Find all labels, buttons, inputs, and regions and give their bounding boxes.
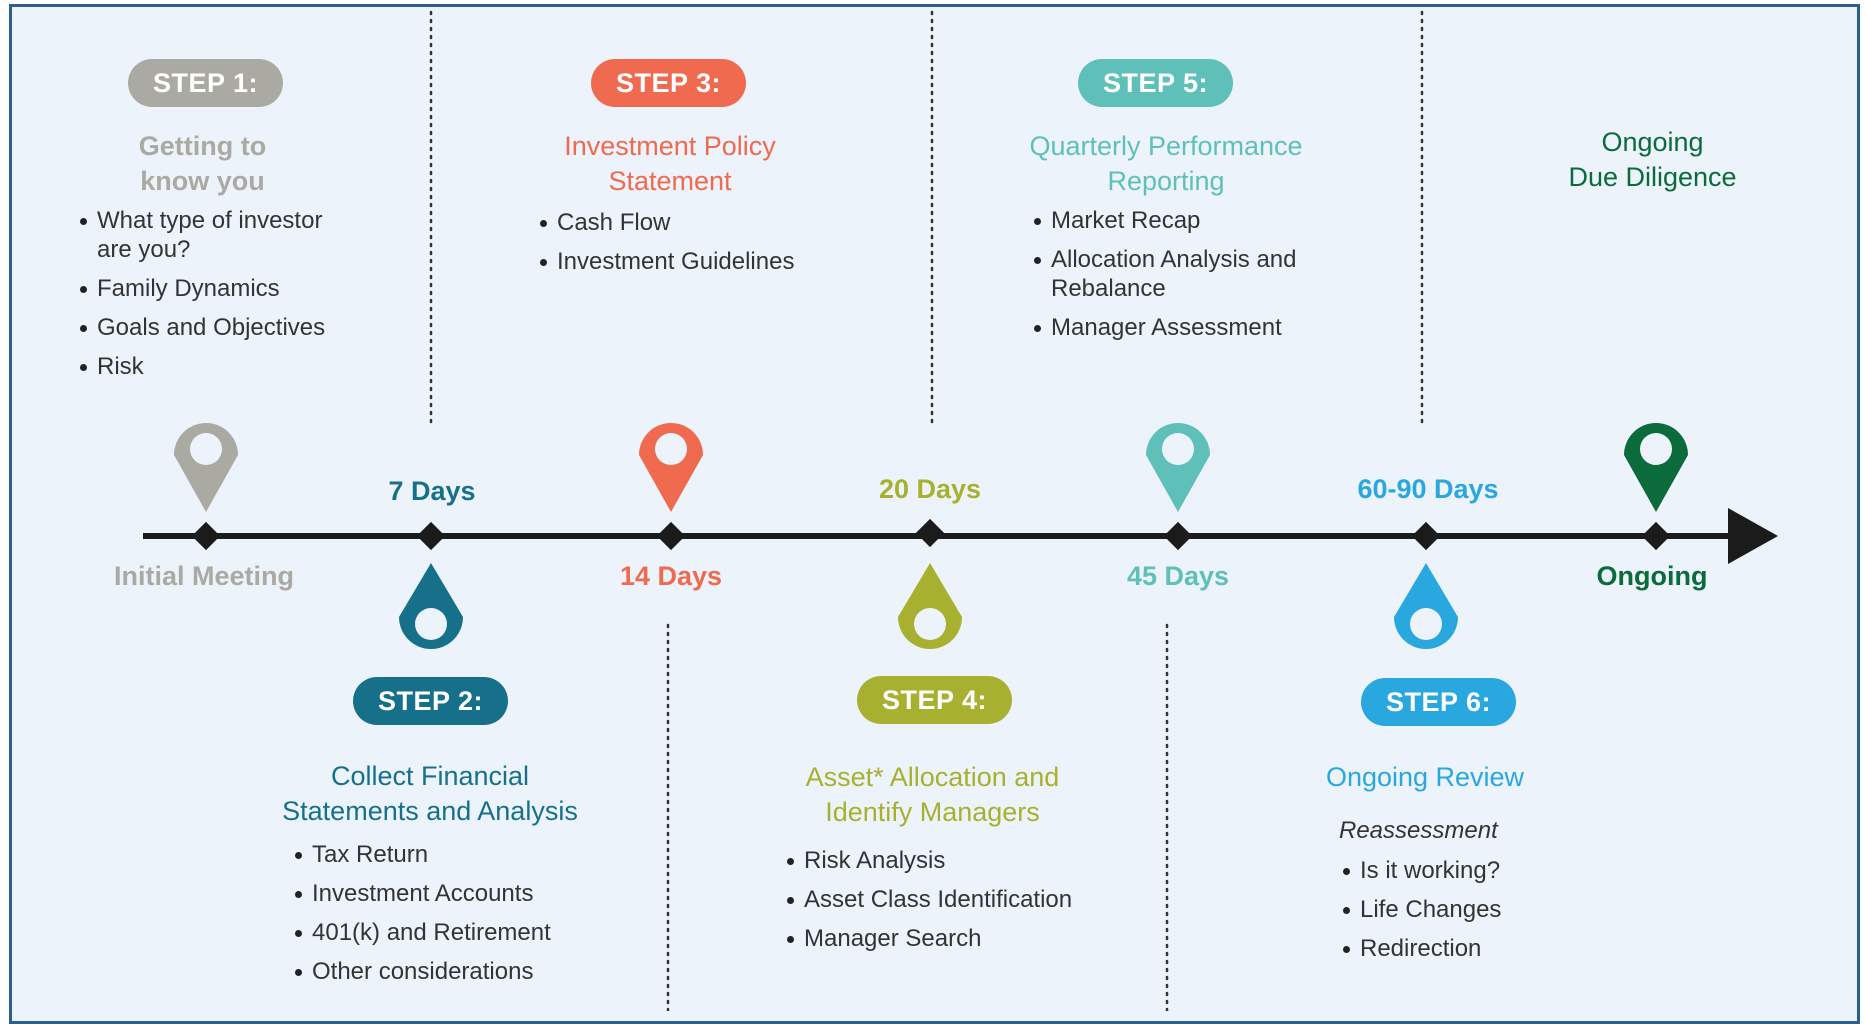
list-item: Life Changes [1340,895,1640,924]
timeline-arrowhead [1728,508,1778,564]
list-item: Manager Assessment [1031,313,1361,342]
step2-badge: STEP 2: [353,677,508,725]
ongoing-title: Ongoing Due Diligence [1568,127,1737,192]
step6-subtitle: Reassessment [1339,817,1498,844]
map-pin-icon [1624,423,1688,512]
list-item: Cash Flow [537,208,857,237]
timeline-label-initial: Initial Meeting [113,561,295,591]
list-item: Redirection [1340,934,1640,963]
list-item: Family Dynamics [77,274,377,303]
timeline-label-45-days: 45 Days [1126,561,1230,591]
step1-title: Getting to know you [138,131,267,196]
step3-badge: STEP 3: [591,59,746,107]
map-pin-icon [1146,423,1210,512]
map-pin-icon [1394,563,1458,649]
list-item: Goals and Objectives [77,313,377,342]
timeline-marker [915,518,945,548]
timeline-marker [191,521,221,551]
list-item: Market Recap [1031,206,1361,235]
timeline-marker [1641,521,1671,551]
timeline-marker [416,521,446,551]
list-item: Is it working? [1340,856,1640,885]
step5-badge: STEP 5: [1078,59,1233,107]
list-item: Tax Return [292,840,622,869]
step3-list: Cash Flow Investment Guidelines [537,208,857,286]
step3-title: Investment Policy Statement [564,131,776,196]
timeline-marker [656,521,686,551]
list-item: Investment Accounts [292,879,622,908]
step2-title: Collect Financial Statements and Analysi… [282,761,578,826]
step4-list: Risk Analysis Asset Class Identification… [784,846,1124,963]
step4-title: Asset* Allocation and Identify Managers [805,762,1060,827]
timeline-label-7-days: 7 Days [388,476,476,506]
step4-badge: STEP 4: [857,676,1012,724]
step2-list: Tax Return Investment Accounts 401(k) an… [292,840,622,996]
timeline-label-ongoing: Ongoing [1596,561,1708,591]
timeline-marker [1163,521,1193,551]
timeline-marker [1411,521,1441,551]
timeline-label-60-90-days: 60-90 Days [1357,474,1499,504]
list-item: Risk Analysis [784,846,1124,875]
list-item: Risk [77,352,377,381]
list-item: Manager Search [784,924,1124,953]
list-item: 401(k) and Retirement [292,918,622,947]
map-pin-icon [898,563,962,649]
step1-badge: STEP 1: [128,59,283,107]
timeline-label-20-days: 20 Days [878,474,982,504]
map-pin-icon [639,423,703,512]
step6-badge: STEP 6: [1361,678,1516,726]
list-item: Other considerations [292,957,622,986]
map-pin-icon [399,563,463,649]
step5-title: Quarterly Performance Reporting [1029,131,1303,196]
list-item: Asset Class Identification [784,885,1124,914]
step6-title: Ongoing Review [1325,762,1525,792]
step6-list: Is it working? Life Changes Redirection [1340,856,1640,973]
timeline-label-14-days: 14 Days [619,561,723,591]
diagram-frame [9,4,1860,1024]
map-pin-icon [174,423,238,512]
list-item: Investment Guidelines [537,247,857,276]
